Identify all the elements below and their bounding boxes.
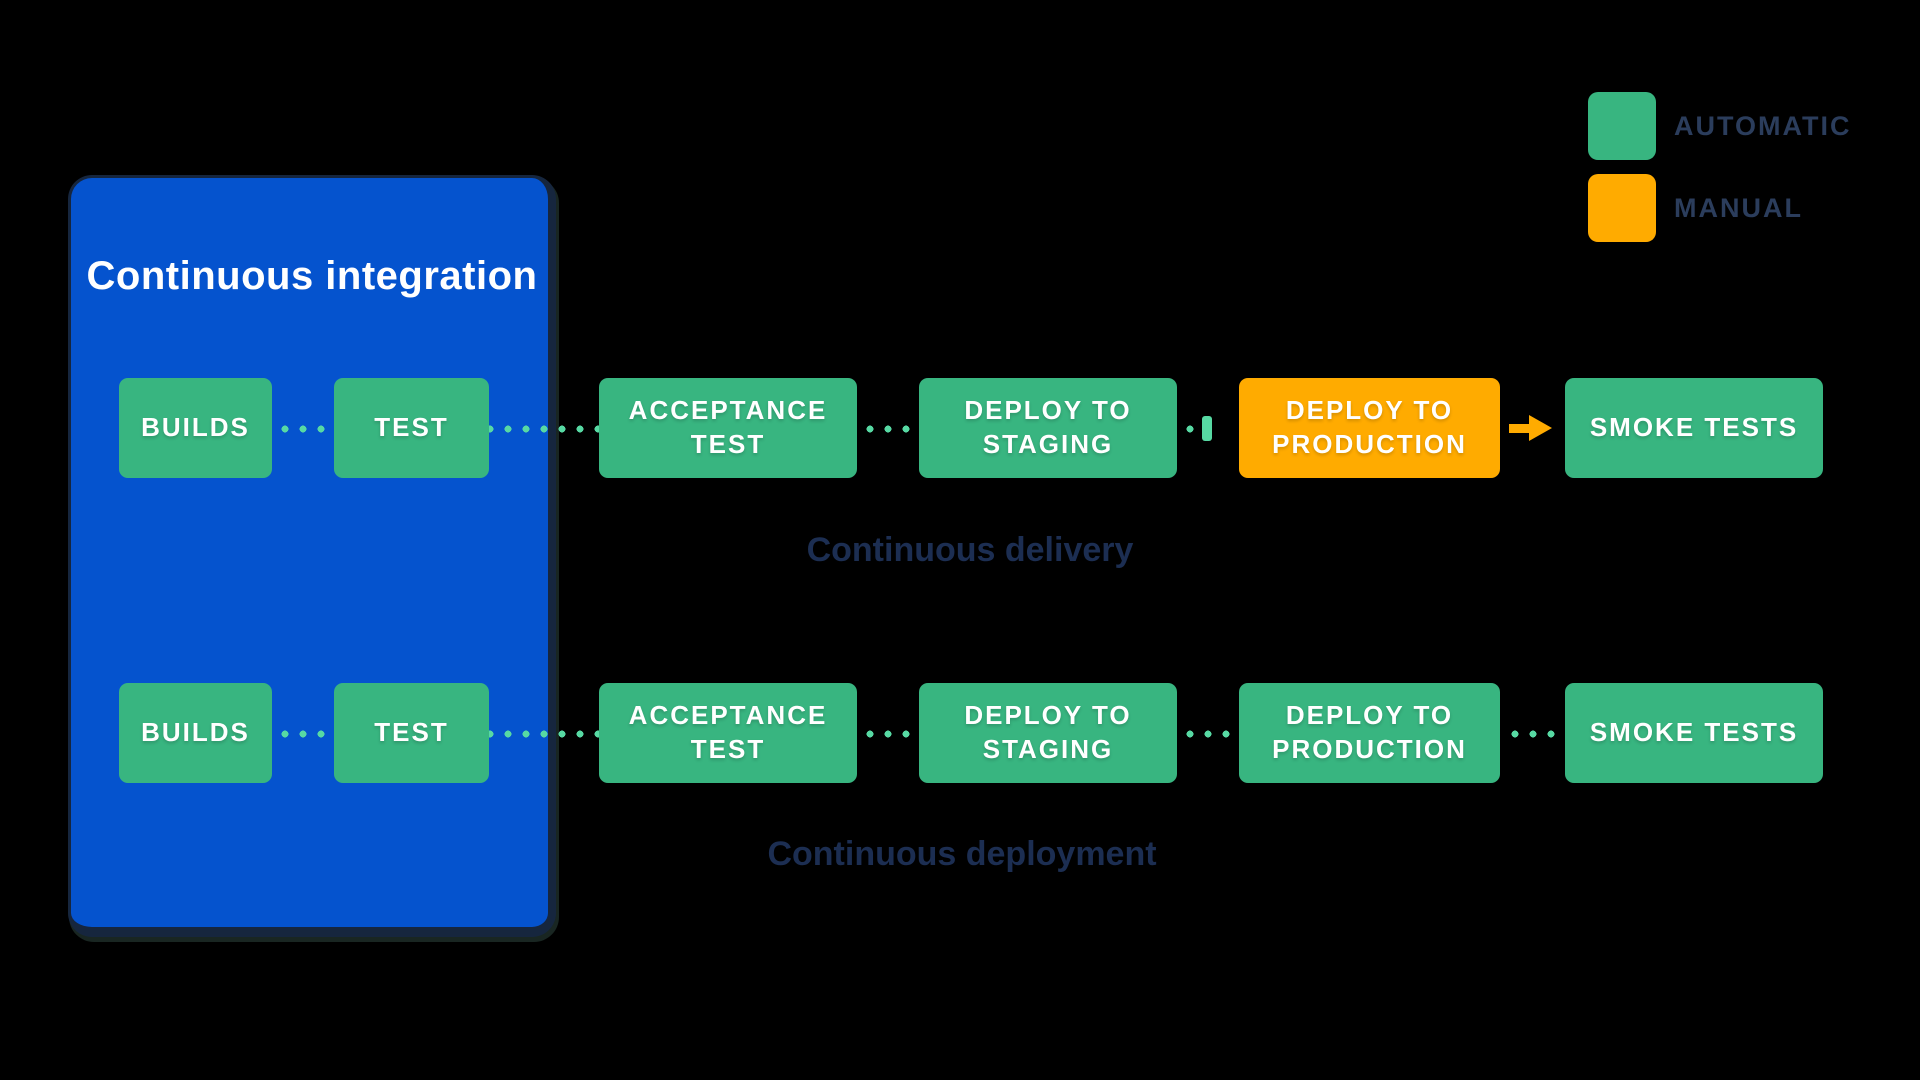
stage-test-row2: TEST: [334, 683, 489, 783]
stage-deploy-to-production-row2: DEPLOY TO PRODUCTION: [1239, 683, 1500, 783]
connector-dots-test-acceptance-row1: [489, 424, 599, 434]
stage-builds-row1: BUILDS: [119, 378, 272, 478]
stage-smoke-tests-row2: SMOKE TESTS: [1565, 683, 1823, 783]
connector-dots-staging-production-row2: [1177, 729, 1239, 739]
manual-arrow-icon: [1509, 415, 1553, 441]
connector-dot-staging-production-row1: [1180, 424, 1200, 434]
stage-builds-row2: BUILDS: [119, 683, 272, 783]
legend-label-manual: MANUAL: [1674, 192, 1803, 223]
stage-smoke-tests-row1: SMOKE TESTS: [1565, 378, 1823, 478]
automatic-color-swatch: [1588, 92, 1656, 160]
connector-dots-builds-test-row1: [272, 424, 334, 434]
legend-item-manual: MANUAL: [1588, 174, 1851, 242]
continuous-deployment-caption: Continuous deployment: [767, 835, 1157, 873]
stage-acceptance-test-row1: ACCEPTANCE TEST: [599, 378, 857, 478]
continuous-integration-container: [68, 175, 556, 937]
connector-dots-acceptance-staging-row1: [857, 424, 919, 434]
legend: AUTOMATIC MANUAL: [1588, 92, 1851, 256]
legend-label-automatic: AUTOMATIC: [1674, 110, 1852, 141]
connector-dots-builds-test-row2: [272, 729, 334, 739]
continuous-integration-title: Continuous integration: [86, 254, 538, 298]
legend-item-automatic: AUTOMATIC: [1588, 92, 1851, 160]
arrow-head: [1529, 415, 1552, 441]
stage-test-row1: TEST: [334, 378, 489, 478]
connector-dots-acceptance-staging-row2: [857, 729, 919, 739]
stage-acceptance-test-row2: ACCEPTANCE TEST: [599, 683, 857, 783]
manual-gate-bar-icon: [1202, 416, 1212, 441]
stage-deploy-to-staging-row2: DEPLOY TO STAGING: [919, 683, 1177, 783]
arrow-tail: [1509, 424, 1531, 433]
connector-dots-production-smoke-row2: [1501, 729, 1565, 739]
continuous-delivery-caption: Continuous delivery: [806, 531, 1134, 569]
stage-deploy-to-production-row1: DEPLOY TO PRODUCTION: [1239, 378, 1500, 478]
manual-color-swatch: [1588, 174, 1656, 242]
connector-dots-test-acceptance-row2: [489, 729, 599, 739]
stage-deploy-to-staging-row1: DEPLOY TO STAGING: [919, 378, 1177, 478]
